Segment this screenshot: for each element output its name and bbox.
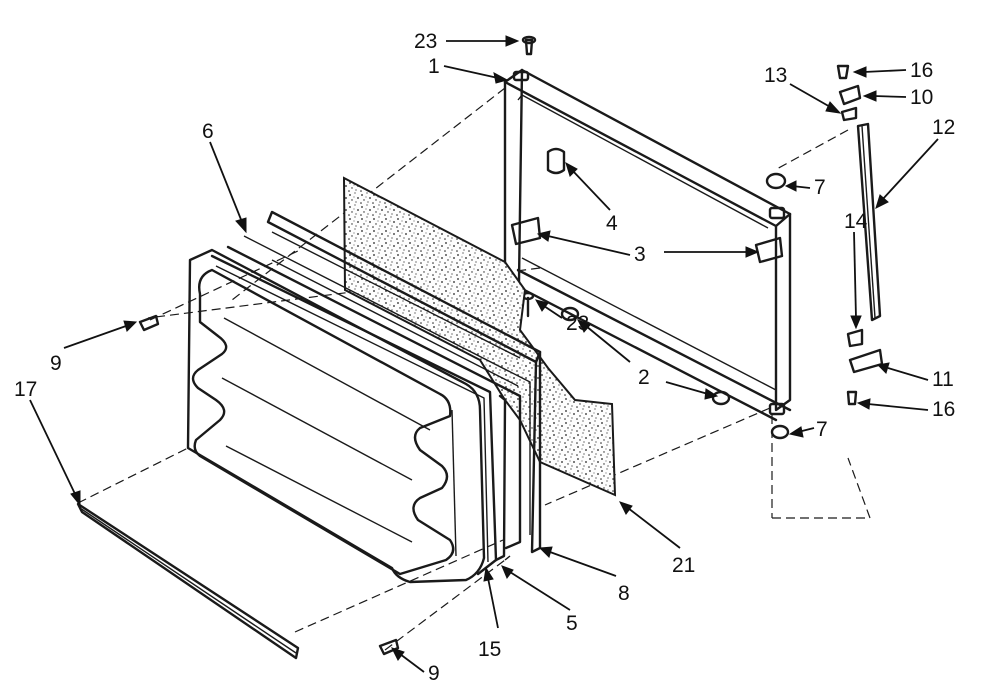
frame-top-pivot [512, 70, 530, 82]
pins-9 [138, 314, 400, 656]
pin-9-lower [378, 638, 400, 656]
trim-strip-17 [76, 502, 300, 660]
callout-9-upper: 9 [50, 352, 62, 375]
hinge-bracket-right [754, 236, 784, 264]
insulation-panel [342, 176, 617, 497]
leader-lines [29, 35, 939, 673]
screw-23-top [524, 38, 534, 56]
grommet-2-upper [560, 306, 580, 322]
alignment-lines [77, 87, 871, 651]
callout-23-middle: 23 [566, 312, 589, 335]
grommet-2-lower [711, 390, 731, 406]
frame-bottom-right-corner [768, 402, 786, 416]
hinge-rod-12 [856, 122, 882, 322]
callout-7-lower: 7 [816, 418, 828, 441]
door-frame [503, 35, 792, 440]
callout-labels: 23 1 13 16 10 12 6 7 4 14 3 9 23 17 2 11… [14, 30, 955, 685]
callout-3: 3 [634, 243, 646, 266]
hinge-clip-13 [840, 106, 858, 122]
plug-7-upper [765, 172, 787, 190]
callout-21: 21 [672, 554, 695, 577]
callout-13: 13 [764, 64, 787, 87]
callout-16-top: 16 [910, 59, 933, 82]
plug-7-lower [770, 424, 790, 440]
screw-16-bottom [846, 390, 858, 406]
callout-14: 14 [844, 210, 868, 233]
callout-12: 12 [932, 116, 955, 139]
callout-4: 4 [606, 212, 618, 235]
hinge-bracket-left [510, 216, 542, 246]
callout-17: 17 [14, 378, 37, 401]
callout-2: 2 [638, 366, 650, 389]
callout-23-top: 23 [414, 30, 437, 53]
callout-15: 15 [478, 638, 501, 661]
callout-9-lower: 9 [428, 662, 440, 685]
door-liner [186, 248, 486, 584]
callout-7-upper: 7 [814, 176, 826, 199]
callout-11: 11 [932, 368, 954, 391]
hinge-clip-14 [846, 328, 864, 348]
hinge-plate-11 [848, 348, 884, 374]
roller-4 [546, 147, 566, 175]
callout-5: 5 [566, 612, 578, 635]
hinge-assembly [836, 64, 884, 406]
pin-9-upper [138, 314, 160, 332]
hinge-plate-10 [838, 84, 862, 106]
frame-top-right-corner [768, 206, 786, 220]
callout-1: 1 [428, 55, 440, 78]
callout-16-bottom: 16 [932, 398, 955, 421]
screw-16-top [836, 64, 850, 80]
callout-6: 6 [202, 120, 214, 143]
callout-10: 10 [910, 86, 933, 109]
callout-8: 8 [618, 582, 630, 605]
